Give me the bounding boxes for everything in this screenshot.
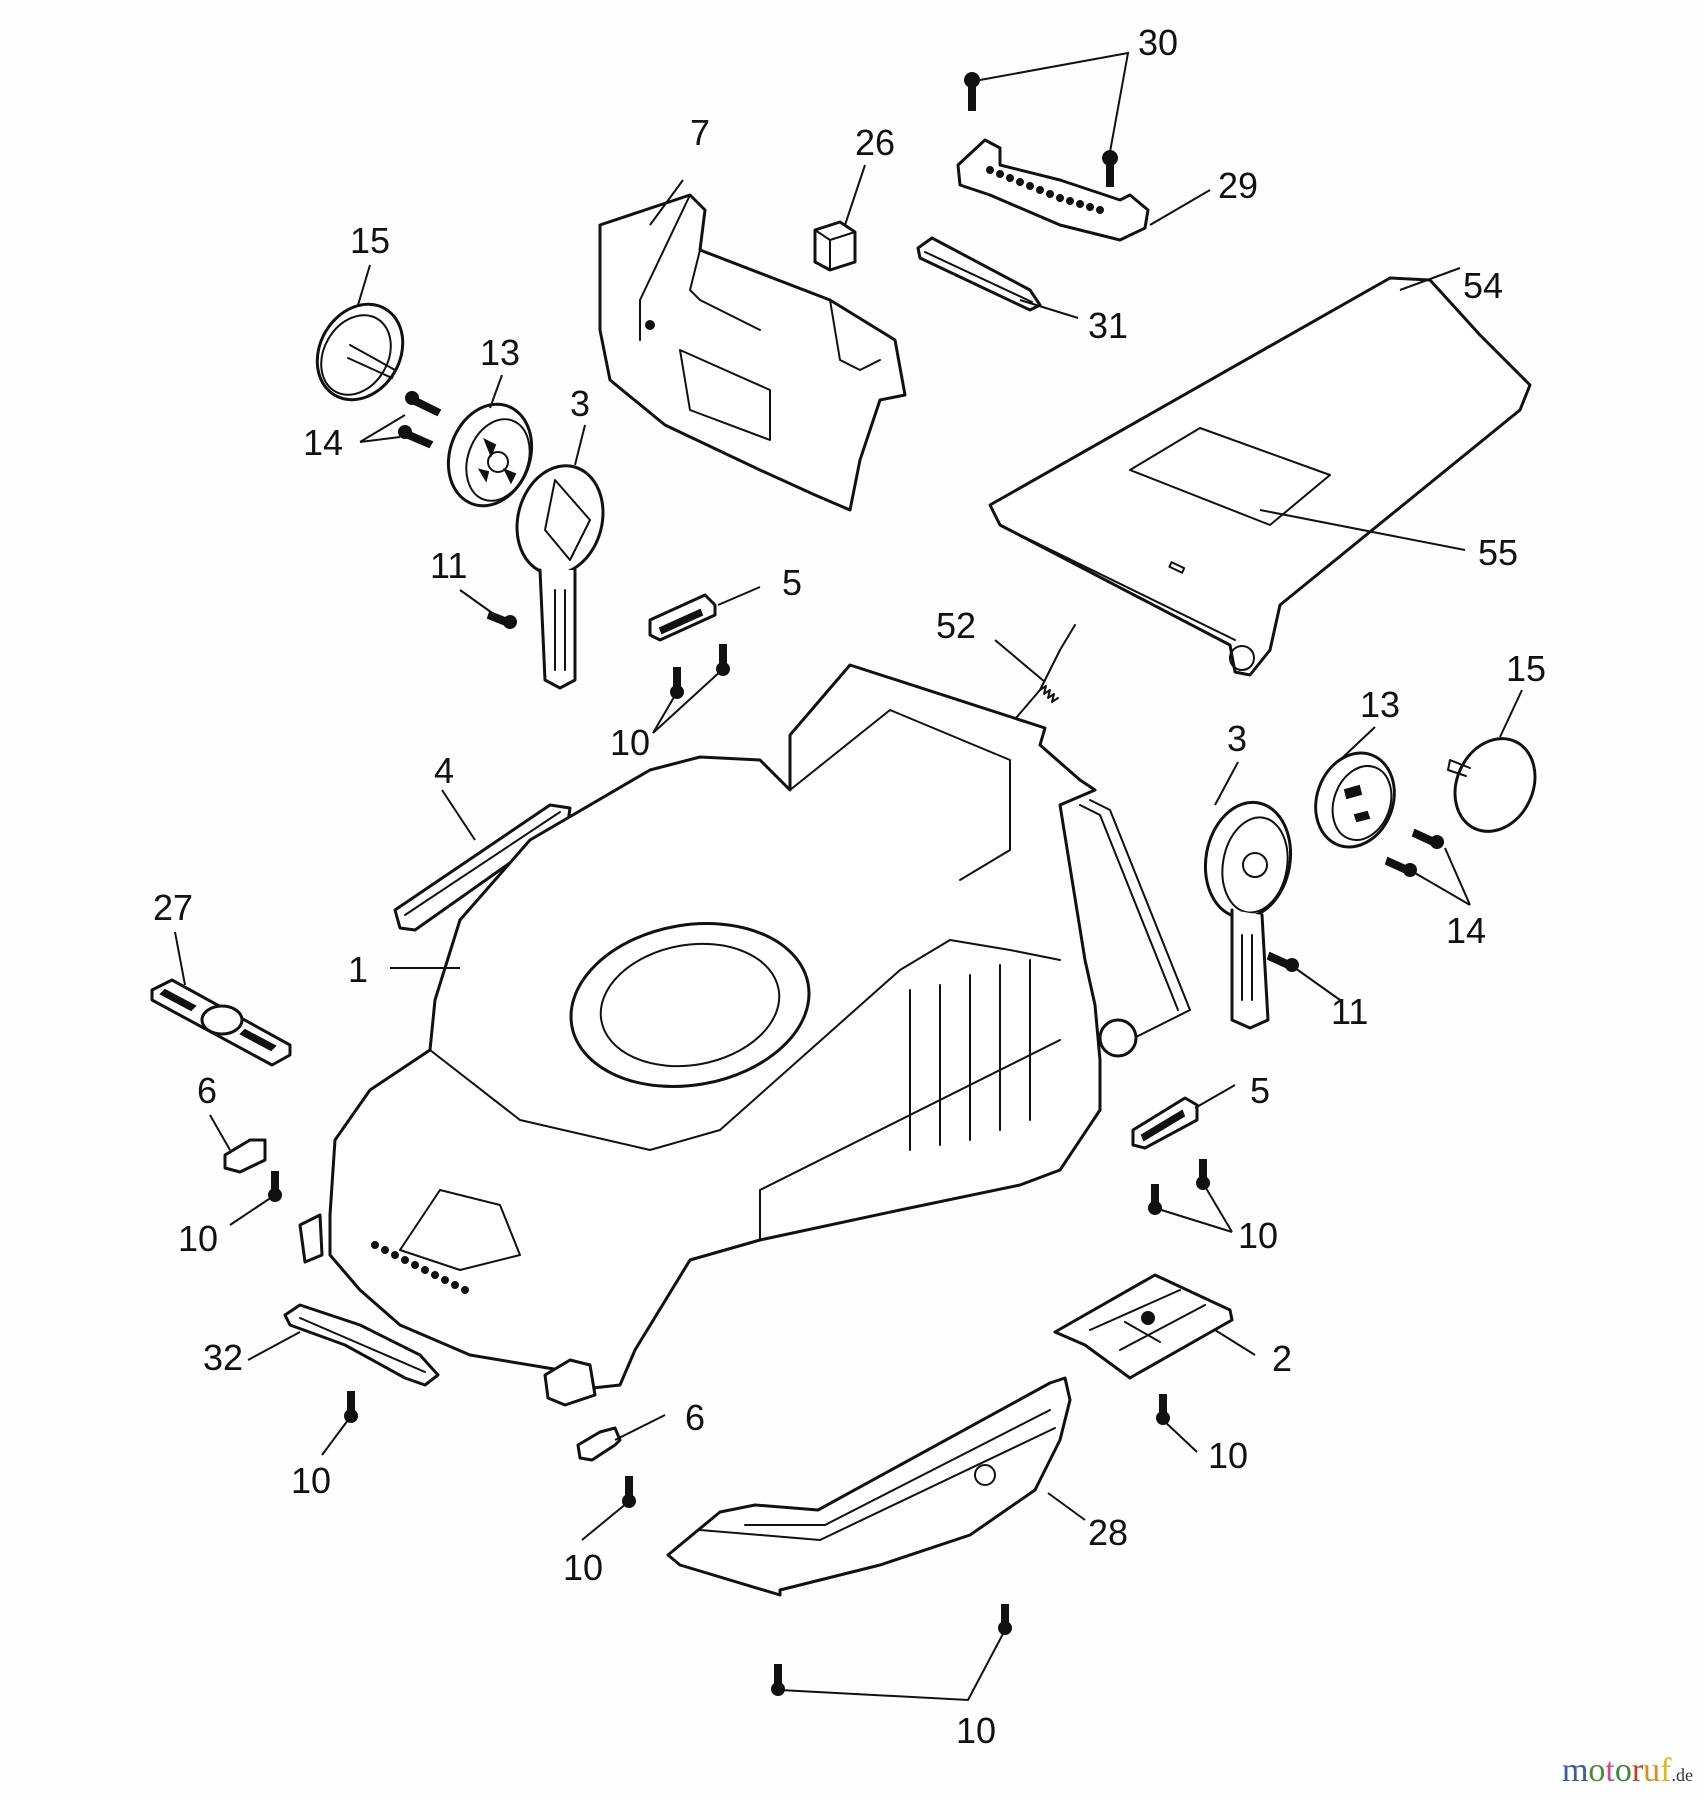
part-27-logo-plate [150,978,292,1067]
callout-31: 31 [1088,305,1128,346]
part-31-insert [916,236,1042,312]
callout-14-left: 14 [303,422,343,463]
callout-55: 55 [1478,532,1518,573]
callout-26: 26 [855,122,895,163]
part-3-height-adjuster-right [1203,800,1293,1030]
callout-13-right: 13 [1360,684,1400,725]
part-15-wheel-cap-right [1447,737,1537,833]
callout-6-upper: 6 [197,1070,217,1111]
housing-vents [909,959,1031,1151]
callout-54: 54 [1463,265,1503,306]
part-3-height-adjuster-left [515,464,605,690]
callout-10-lower-right: 10 [1208,1435,1248,1476]
callout-labels: 30 7 26 29 15 54 31 13 3 14 55 11 5 52 1… [153,22,1546,1751]
watermark-letter: f [1660,1752,1672,1789]
callout-3-right: 3 [1227,718,1247,759]
callout-27: 27 [153,887,193,928]
callout-10-below-6: 10 [563,1547,603,1588]
part-26-block [813,220,857,272]
part-14-screws-right [1384,828,1444,877]
watermark-letter: o [1614,1752,1632,1789]
part-29-handle-grip [956,138,1150,242]
callout-10-upper: 10 [610,722,650,763]
callout-29: 29 [1218,165,1258,206]
part-14-screws-left [398,391,442,449]
callout-2: 2 [1272,1338,1292,1379]
front-grille-dots [371,1241,469,1294]
watermark-letter: u [1643,1752,1661,1789]
part-32-front-strip [283,1303,440,1387]
part-7-handle-bracket [598,193,907,512]
part-13-wheel-hub-right [1314,751,1396,849]
part-10-screw-below-6 [622,1476,636,1508]
watermark-letter: m [1561,1752,1589,1789]
watermark-letter: t [1605,1752,1615,1789]
callout-10-bottom: 10 [956,1710,996,1751]
callout-1: 1 [348,949,368,990]
part-13-wheel-hub-left [446,402,534,508]
callout-3-left: 3 [570,383,590,424]
part-5-clip-upper [648,593,717,642]
part-54-lid [988,276,1532,677]
part-6-clip-lower [576,1426,622,1462]
handle-frame [1079,799,1191,1058]
part-52-spring [1009,624,1076,726]
callout-13-left: 13 [480,332,520,373]
part-6-clip-upper [223,1138,267,1174]
part-10-screw-lower-right [1156,1394,1170,1425]
part-15-wheel-cap-left [315,302,405,402]
watermark-letter: o [1588,1752,1606,1789]
callout-11-right: 11 [1331,991,1368,1032]
callout-6-lower: 6 [685,1397,705,1438]
callout-10-right: 10 [1238,1215,1278,1256]
callout-4: 4 [434,750,454,791]
leader-lines [174,51,1523,1702]
watermark-letter: r [1631,1752,1644,1789]
callout-5-lower: 5 [1250,1070,1270,1111]
callout-28: 28 [1088,1512,1128,1553]
part-11-screw-left [486,610,517,629]
part-1-mower-housing [298,663,1102,1407]
part-5-clip-lower [1131,1096,1199,1150]
callout-5-upper: 5 [782,562,802,603]
callout-14-right: 14 [1446,910,1486,951]
callout-30: 30 [1138,22,1178,63]
callout-52: 52 [936,605,976,646]
part-10-screws-right [1148,1159,1210,1215]
callout-11-left: 11 [430,545,467,586]
callout-15-left: 15 [350,220,390,261]
callout-10-left: 10 [178,1218,218,1259]
part-30-screws [964,72,1118,187]
callout-32: 32 [203,1337,243,1378]
watermark-suffix: .de [1671,1765,1694,1785]
grip-dots [986,166,1104,214]
callout-15-right: 15 [1506,648,1546,689]
part-10-screws-bottom [771,1604,1012,1696]
part-2-plate [1053,1273,1234,1380]
part-11-screw-right [1266,951,1299,972]
motoruf-watermark: motoruf.de [1562,1752,1693,1790]
callout-7: 7 [690,112,710,153]
part-28-rear-flap [666,1376,1072,1597]
callout-10-below-32: 10 [291,1460,331,1501]
